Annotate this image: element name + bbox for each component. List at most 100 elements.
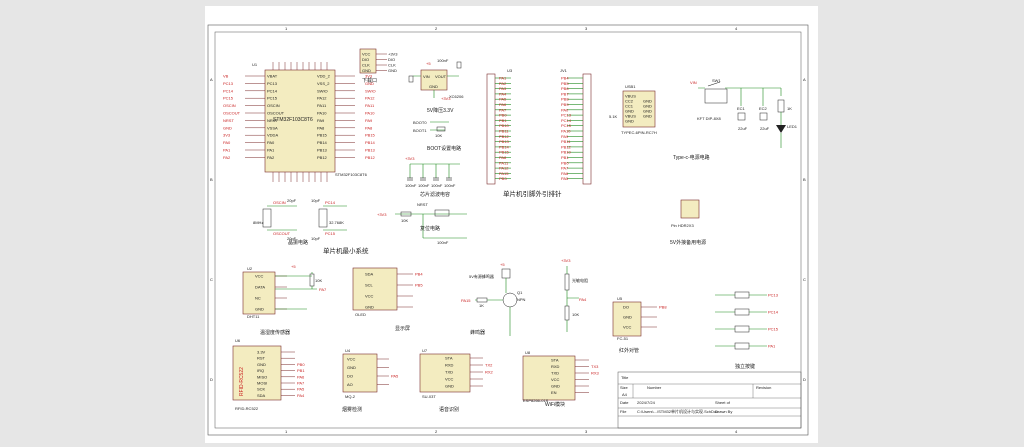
rfid-pin: GND — [257, 362, 266, 367]
osc-net-out: OSCOUT — [273, 231, 291, 236]
ldo-block[interactable]: VIN VOUT GND +5 +3V3 100nF XC6206 5V降压3.… — [408, 58, 464, 114]
header-net: PB1 — [499, 118, 507, 123]
header-net: PB3 — [499, 176, 507, 181]
header-1-ref: U3 — [507, 68, 513, 73]
ext-5v-block[interactable]: Pin HDR2X3 5V外接备用电源 — [670, 199, 706, 246]
transistor-ref: Q1 — [517, 290, 523, 295]
download-connector — [359, 48, 377, 74]
header-net: PC15 — [561, 123, 572, 128]
mcu-left-pin-name: OSCIN — [267, 103, 280, 108]
mcu-right-pin-name: SWIO — [317, 88, 328, 93]
usb-gnd-pin: GND — [643, 99, 652, 104]
decap-value: 100nF — [418, 183, 430, 188]
header-net: PB7 — [561, 91, 569, 96]
key-net: PA1 — [768, 344, 776, 349]
mcu-right-pin-name: PA9 — [317, 118, 325, 123]
mcu-left-net: NRST — [223, 118, 234, 123]
usb-part: TYPEC-6PIN-RC7H — [621, 130, 657, 135]
boot-resistor — [436, 126, 446, 132]
download-pin: VCC — [362, 52, 371, 57]
voice-pin: STA — [445, 356, 453, 361]
mcu-left-net: OSCIN — [223, 103, 236, 108]
mq2-module — [342, 353, 378, 393]
header-net: PA7 — [561, 166, 569, 171]
power-switch-block[interactable]: VIN SW1 KFT DIP-8X8 EC1 22uF EC2 22uF 1K… — [690, 78, 798, 148]
mcu-right-pin-name: PA12 — [317, 96, 327, 101]
ldo-out-net: +3V3 — [441, 96, 451, 101]
keys-title: 独立按键 — [735, 363, 755, 370]
header-2-ref: JV1 — [560, 68, 568, 73]
header-net: PB0 — [561, 160, 569, 165]
mcu-left-pin-name: PC14 — [267, 88, 278, 93]
header-net: PB12 — [499, 134, 510, 139]
mq2-ref: U4 — [345, 348, 351, 353]
ldo-in-cap — [408, 75, 414, 83]
header-net: PB15 — [499, 150, 510, 155]
frame-row-labels: A B C D A B C D — [210, 77, 806, 382]
buzzer-block[interactable]: +5 5V有源蜂鸣器 PA15 1K Q1 NPN 蜂鸣器 — [461, 262, 526, 336]
mcu-chip-body — [264, 69, 336, 173]
ir-module — [612, 301, 642, 337]
header-net: PC14 — [561, 118, 572, 123]
light-sensor-block[interactable]: +3V3 光敏电阻 10K PA4 — [561, 258, 588, 332]
mcu-left-pin-name: VBAT — [267, 74, 278, 79]
download-net: GND — [388, 68, 397, 73]
oscillator-block[interactable]: OSCIN OSCOUT PC14 PC15 8MHz 32.768K 20pF… — [253, 198, 347, 246]
mcu-left-pin-name: PC13 — [267, 81, 278, 86]
header-net: PB5 — [561, 81, 569, 86]
crystal-main-val: 8MHz — [253, 220, 263, 225]
oled-net: PB4 — [415, 272, 423, 277]
headers-block[interactable]: U3 PA1PA2PA3PA4PA5PA6PA7PB0PB1PB10PB11PB… — [486, 68, 592, 198]
oled-module — [352, 267, 398, 311]
mq2-pin: GND — [347, 365, 356, 370]
mcu-left-pin-name: PA1 — [267, 148, 275, 153]
dht-rail: +5 — [291, 264, 296, 269]
usb-gnd-pin: GND — [643, 104, 652, 109]
oled-pin: SCL — [365, 283, 374, 288]
mcu-right-pin-name: VSS_2 — [317, 81, 330, 86]
usb-pin: CC2 — [625, 99, 634, 104]
header-net: PB1 — [561, 155, 569, 160]
mcu-left-pin-name: NRST — [267, 118, 278, 123]
title-label: Title — [621, 375, 629, 380]
mcu-right-net: SWIO — [365, 88, 376, 93]
col-label-bottom: 1 — [285, 429, 288, 434]
header-net: PA11 — [499, 160, 509, 165]
usb-gnd-pin: GND — [643, 114, 652, 119]
ldo-cap: 100nF — [437, 58, 449, 63]
rfid-net: PB0 — [297, 362, 305, 367]
oled-pin: GND — [365, 305, 374, 310]
mcu-block[interactable]: U1 STM32F103C8T6 STM32F103C8T6 VBATVBPC1… — [223, 62, 376, 182]
buzzer-part: 5V有源蜂鸣器 — [469, 273, 494, 279]
mq2-part: MQ-2 — [345, 394, 356, 399]
download-pin: DIO — [362, 57, 369, 62]
osc-cap-3: 10pF — [311, 198, 321, 203]
voice-pin: VCC — [445, 377, 454, 382]
reset-title: 复位电路 — [420, 225, 440, 232]
cap-2-val: 22uF — [760, 126, 770, 131]
mcu-left-pins: VBATVBPC13PC13PC14PC14PC15PC15OSCINOSCIN… — [223, 74, 285, 160]
cap-1-val: 22uF — [738, 126, 748, 131]
mq2-pin: VCC — [347, 357, 356, 362]
osc-cap-2: 20pF — [287, 236, 297, 241]
rfid-net: PB1 — [297, 368, 305, 373]
reset-block[interactable]: +3V3 10K NRST 100nF 复位电路 — [377, 202, 467, 245]
mq2-pin: AO — [347, 382, 353, 387]
boot-block[interactable]: BOOT0 BOOT1 10K BOOT设置电路 — [413, 120, 461, 152]
usb-resistor: 5.1K — [609, 114, 618, 119]
reset-rail: +3V3 — [377, 212, 387, 217]
wifi-ref: U8 — [525, 350, 531, 355]
